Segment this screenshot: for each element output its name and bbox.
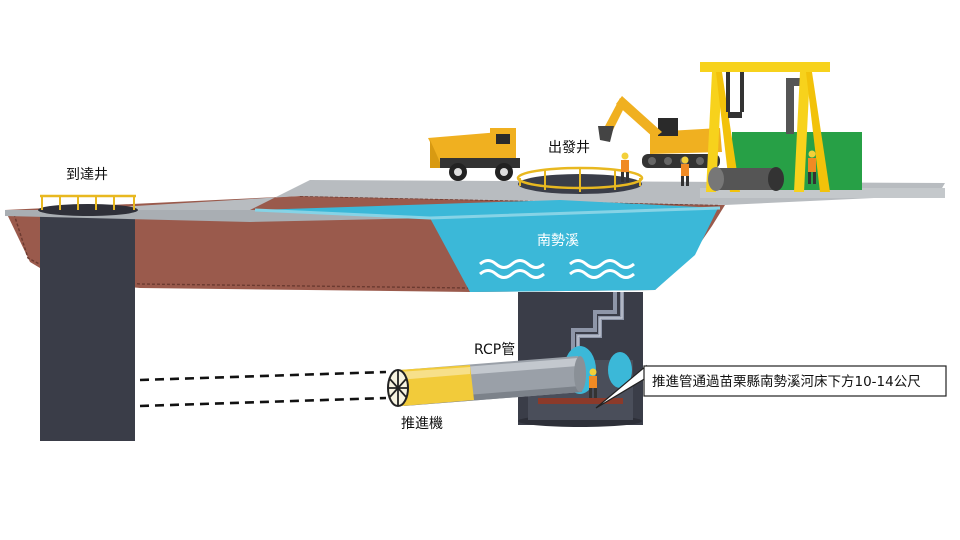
water-surface-highlight <box>254 206 721 220</box>
rcp-pipe-label: RCP管 <box>474 342 515 358</box>
departure-shaft-label: 出發井 <box>548 140 590 156</box>
soil-edge-line <box>13 213 471 289</box>
soil-top-line <box>299 195 721 206</box>
surface-worker-1 <box>621 152 629 182</box>
departure-shaft-railing <box>516 166 644 194</box>
ground-right-top <box>700 188 945 198</box>
callout-text: 推進管通過苗栗縣南勢溪河床下方10-14公尺 <box>652 374 921 390</box>
stacked-pipes-icon <box>708 167 784 191</box>
arrival-shaft-front <box>40 213 135 441</box>
thrust-rail <box>538 398 623 404</box>
river-label: 南勢溪 <box>537 233 579 249</box>
jacking-frame <box>608 352 632 388</box>
tunnel-path-line-upper <box>139 370 387 382</box>
callout <box>595 364 947 409</box>
tbm-cutter-head-icon <box>387 369 409 407</box>
shaft-worker <box>589 368 597 398</box>
tbm-label: 推進機 <box>401 416 443 432</box>
wave-marks <box>479 259 635 279</box>
gantry-crane-icon <box>700 62 830 192</box>
dump-truck-icon <box>428 128 520 181</box>
excavator-icon <box>598 96 722 168</box>
arrival-shaft-railing <box>38 194 138 216</box>
river-water <box>255 200 718 292</box>
tunnel-path-line-lower <box>139 396 387 408</box>
surface-worker-2 <box>681 156 689 186</box>
arrival-shaft-label: 到達井 <box>66 167 108 183</box>
surface-worker-3 <box>808 150 816 184</box>
